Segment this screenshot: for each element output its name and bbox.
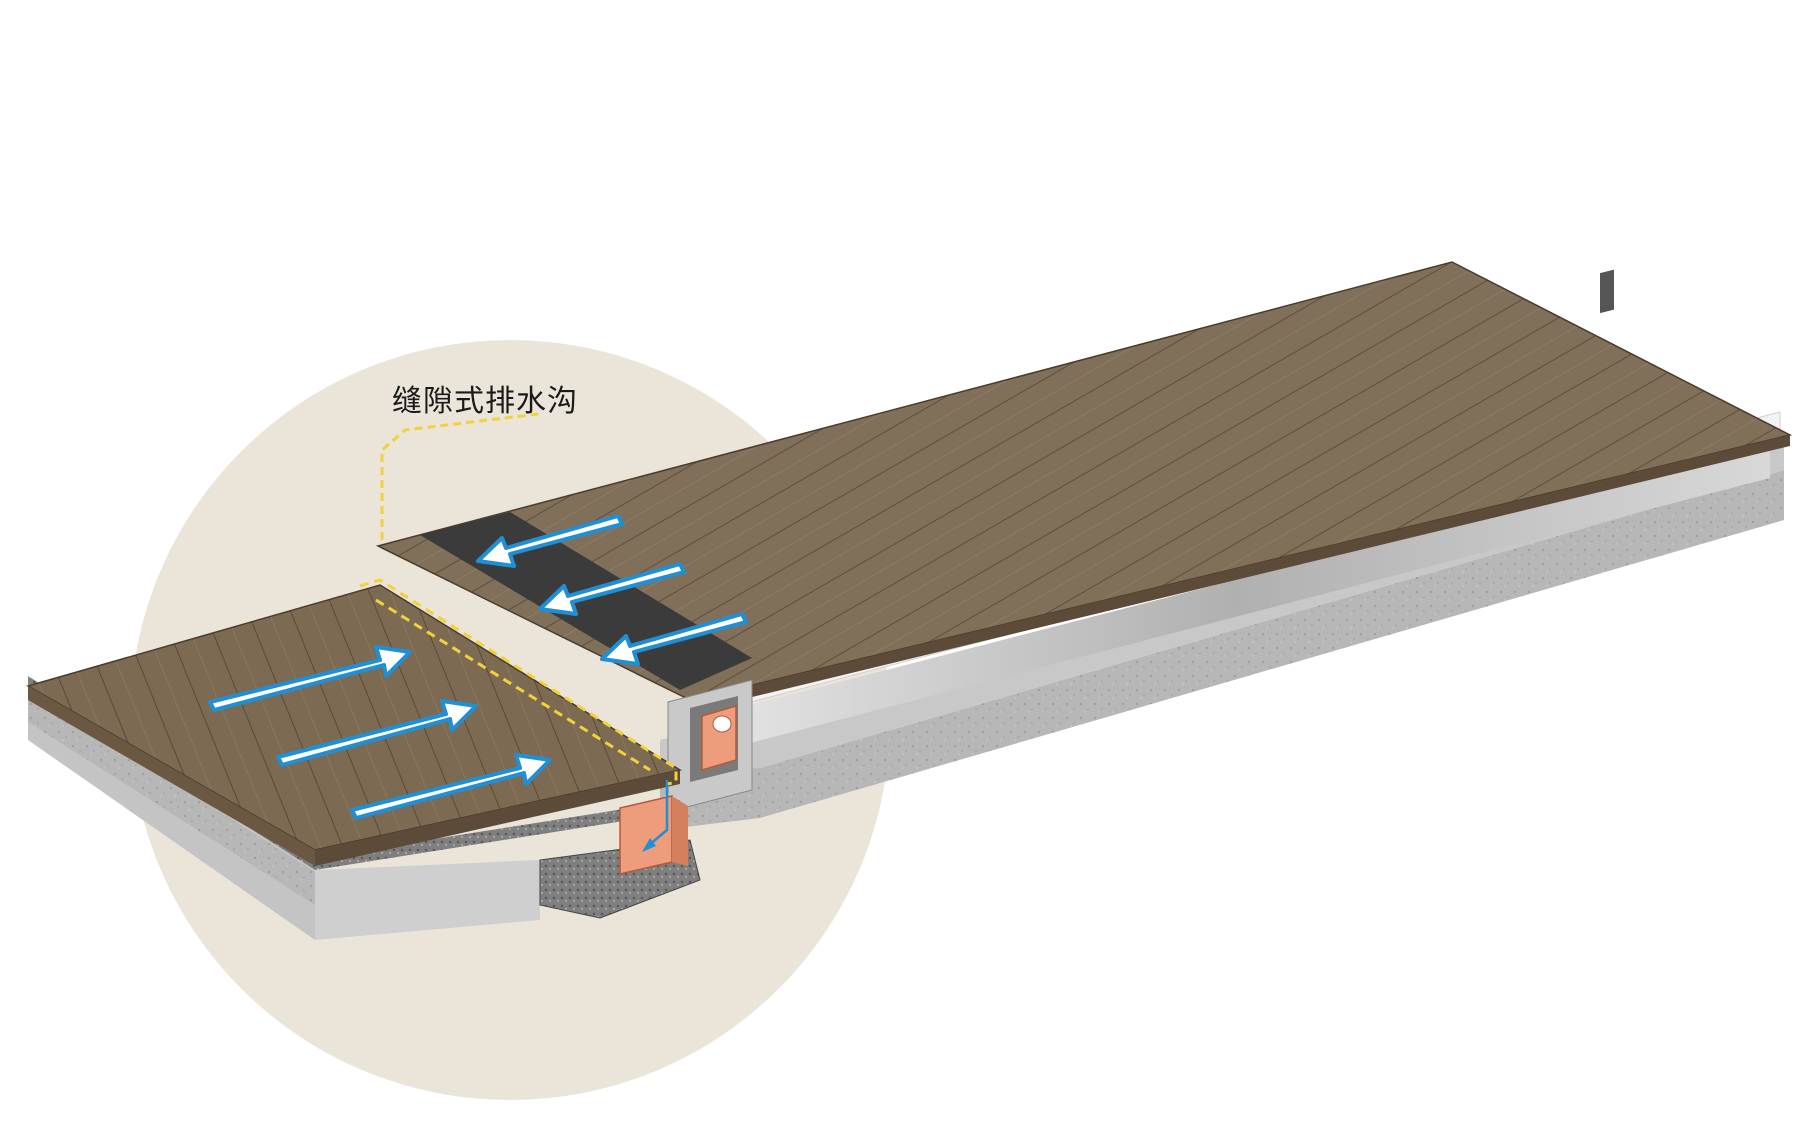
left-wood-deck-edge-side	[315, 770, 680, 866]
left-wood-deck-edge	[28, 686, 315, 866]
left-concrete-slab-side	[315, 860, 540, 940]
drain-box-upper	[701, 704, 737, 772]
slot-drain-callout-label: 缝隙式排水沟	[392, 384, 578, 419]
right-wood-deck-edge	[690, 435, 1790, 712]
callout-leader-line	[380, 412, 539, 540]
left-concrete-band	[28, 690, 315, 905]
right-concrete-base-front	[660, 470, 1784, 830]
drain-pipe-arrowhead	[642, 838, 656, 852]
flow-arrow	[600, 612, 748, 666]
flow-arrow	[538, 562, 686, 616]
flow-arrow	[276, 699, 478, 767]
drain-pipe-flow	[647, 780, 669, 847]
flow-arrow	[350, 753, 552, 820]
right-support-band	[700, 442, 1770, 756]
flow-arrow	[208, 645, 412, 712]
flow-arrows-right	[476, 514, 748, 666]
slot-drain-gap-inner	[375, 598, 651, 772]
flow-arrows-left	[208, 645, 552, 820]
drain-box-lower	[619, 795, 688, 875]
flow-arrow	[476, 514, 624, 568]
